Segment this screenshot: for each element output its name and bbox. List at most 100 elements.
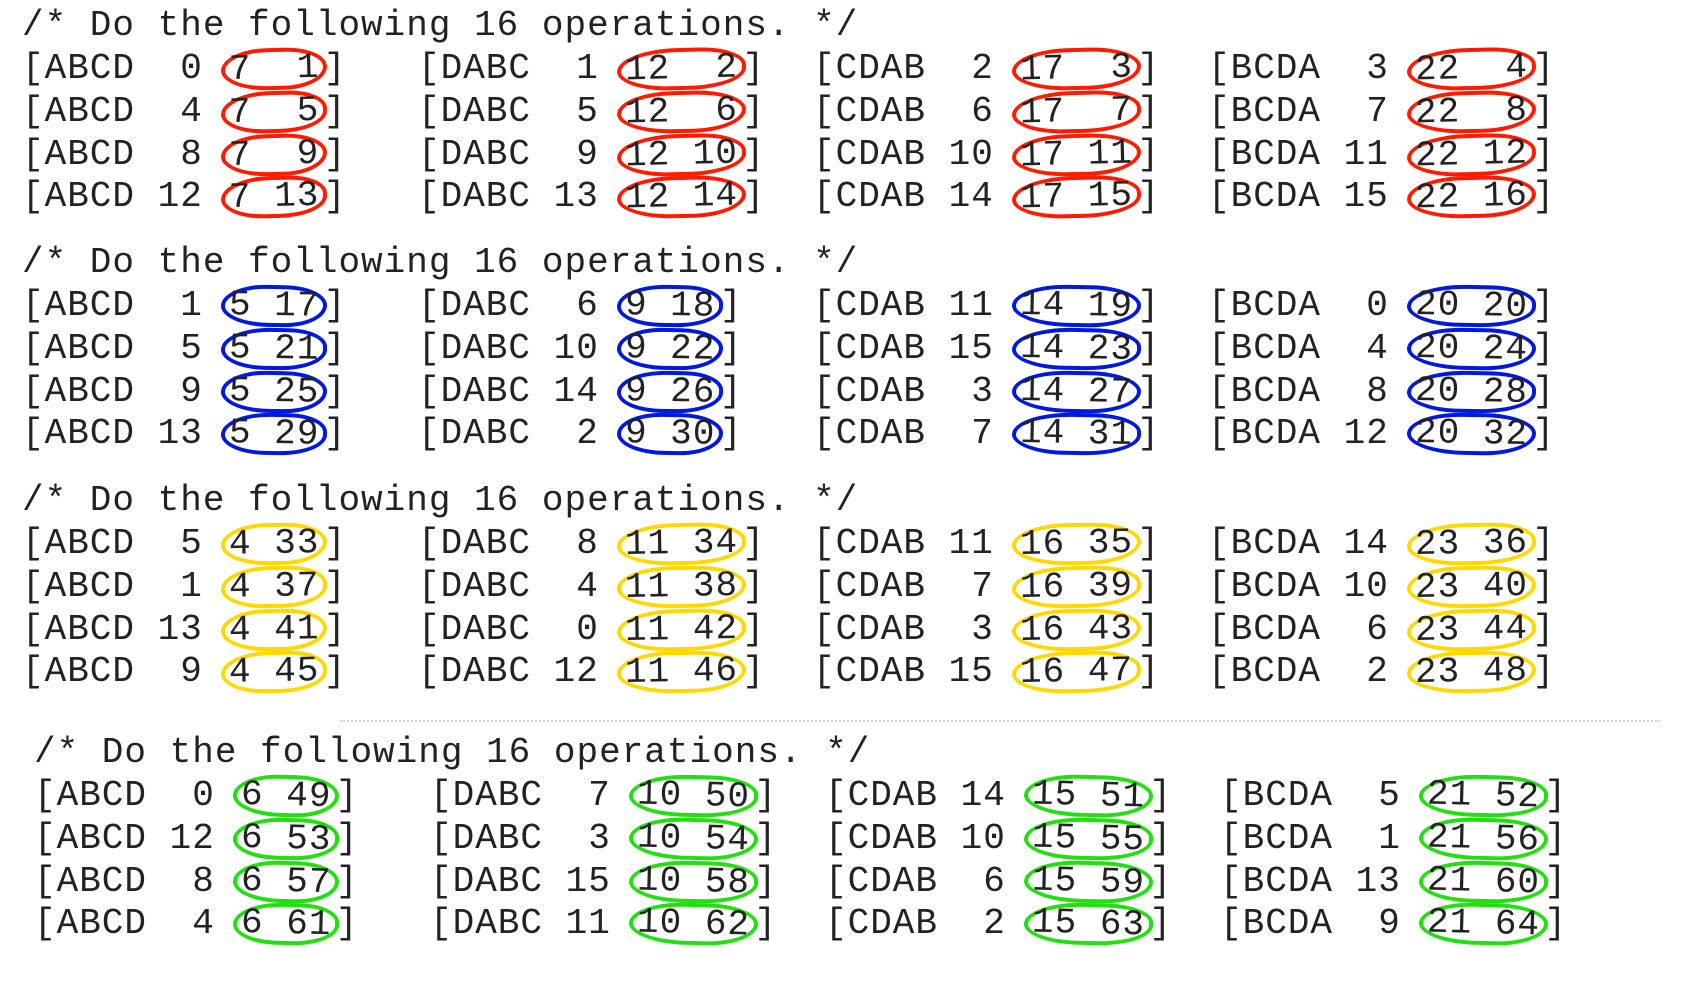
operation-suffix: ] — [323, 285, 347, 326]
operation-prefix: [CDAB 14 — [813, 176, 1017, 217]
operation-prefix: [DABC 3 — [430, 818, 634, 859]
circled-shift-and-constant: 5 29 — [221, 412, 329, 456]
operation-suffix: ] — [719, 285, 743, 326]
operation-suffix: ] — [1532, 371, 1556, 412]
code-comment: /* Do the following 16 operations. */ — [22, 5, 859, 46]
operation-suffix: ] — [742, 609, 766, 650]
circled-shift-and-constant: 16 39 — [1012, 564, 1142, 610]
circled-shift-and-constant: 16 35 — [1012, 521, 1142, 567]
operation-suffix: ] — [1532, 651, 1556, 692]
scan-artifact-divider — [340, 720, 1660, 728]
operation-suffix: ] — [323, 566, 347, 607]
code-comment: /* Do the following 16 operations. */ — [22, 480, 859, 521]
operation-prefix: [BCDA 15 — [1208, 176, 1412, 217]
circled-shift-and-constant: 10 58 — [628, 859, 759, 905]
operation-row: [ABCD 12 6 53][DABC 3 10 54][CDAB 10 15 … — [12, 816, 1700, 862]
operation-row: [ABCD 0 6 49][DABC 7 10 50][CDAB 14 15 5… — [12, 773, 1700, 819]
operation-prefix: [DABC 7 — [430, 775, 634, 816]
operation-suffix: ] — [742, 91, 766, 132]
operation-suffix: ] — [742, 523, 766, 564]
operation-suffix: ] — [335, 861, 359, 902]
operation: [CDAB 2 17 3] — [813, 46, 1160, 92]
operation-prefix: [BCDA 1 — [1220, 818, 1424, 859]
operation-row: [ABCD 8 6 57][DABC 15 10 58][CDAB 6 15 5… — [12, 859, 1700, 905]
operation-prefix: [DABC 2 — [418, 413, 622, 454]
operation-suffix: ] — [1137, 91, 1161, 132]
circled-shift-and-constant: 20 32 — [1407, 411, 1537, 457]
circled-shift-and-constant: 20 24 — [1407, 326, 1537, 372]
operation-prefix: [BCDA 9 — [1220, 903, 1424, 944]
operation-prefix: [BCDA 12 — [1208, 413, 1412, 454]
operation-suffix: ] — [1137, 609, 1161, 650]
operation: [ABCD 4 6 61] — [34, 901, 358, 947]
operation-row: [ABCD 13 5 29][DABC 2 9 30][CDAB 7 14 31… — [0, 411, 1700, 457]
circled-shift-and-constant: 14 23 — [1012, 326, 1142, 372]
circled-shift-and-constant: 22 8 — [1406, 89, 1537, 135]
operation-row: [ABCD 0 7 1][DABC 1 12 2][CDAB 2 17 3][B… — [0, 46, 1700, 92]
operation-suffix: ] — [323, 523, 347, 564]
operation-suffix: ] — [323, 371, 347, 412]
operation-prefix: [ABCD 4 — [34, 903, 238, 944]
circled-shift-and-constant: 7 1 — [220, 46, 329, 92]
operation-suffix: ] — [1149, 818, 1173, 859]
circled-shift-and-constant: 6 57 — [232, 859, 341, 905]
operation-prefix: [CDAB 7 — [813, 566, 1017, 607]
circled-shift-and-constant: 7 9 — [220, 132, 329, 178]
operation: [BCDA 8 20 28] — [1208, 369, 1555, 415]
code-comment: /* Do the following 16 operations. */ — [22, 242, 859, 283]
operation-prefix: [ABCD 4 — [22, 91, 226, 132]
operation-prefix: [ABCD 8 — [34, 861, 238, 902]
operation-prefix: [CDAB 15 — [813, 328, 1017, 369]
operation-prefix: [CDAB 14 — [825, 775, 1029, 816]
operation: [BCDA 14 23 36] — [1208, 521, 1555, 567]
code-comment: /* Do the following 16 operations. */ — [34, 732, 871, 773]
operation: [DABC 15 10 58] — [430, 859, 777, 905]
operation: [CDAB 11 14 19] — [813, 283, 1160, 329]
operation-suffix: ] — [1544, 775, 1568, 816]
operation: [DABC 0 11 42] — [418, 607, 765, 653]
circled-shift-and-constant: 15 59 — [1023, 859, 1154, 905]
operation: [DABC 14 9 26] — [418, 369, 742, 415]
operation: [BCDA 11 22 12] — [1208, 132, 1555, 178]
circled-shift-and-constant: 5 21 — [221, 327, 329, 371]
circled-shift-and-constant: 21 60 — [1418, 859, 1549, 905]
operation-prefix: [DABC 15 — [430, 861, 634, 902]
operation-row: [ABCD 9 5 25][DABC 14 9 26][CDAB 3 14 27… — [0, 369, 1700, 415]
operation-prefix: [DABC 0 — [418, 609, 622, 650]
operation-suffix: ] — [1532, 134, 1556, 175]
operation-suffix: ] — [719, 413, 743, 454]
operation: [ABCD 13 4 41] — [22, 607, 346, 653]
operation-suffix: ] — [742, 176, 766, 217]
circled-shift-and-constant: 14 31 — [1012, 411, 1142, 457]
operation-prefix: [BCDA 4 — [1208, 328, 1412, 369]
operation-suffix: ] — [335, 775, 359, 816]
operation-prefix: [ABCD 5 — [22, 523, 226, 564]
operation-suffix: ] — [1137, 328, 1161, 369]
operation-prefix: [ABCD 1 — [22, 566, 226, 607]
circled-shift-and-constant: 17 11 — [1011, 132, 1142, 178]
operation-prefix: [CDAB 2 — [813, 48, 1017, 89]
operation: [DABC 1 12 2] — [418, 46, 765, 92]
circled-shift-and-constant: 9 22 — [617, 327, 725, 371]
operation: [CDAB 15 16 47] — [813, 649, 1160, 695]
operation-prefix: [CDAB 3 — [813, 609, 1017, 650]
operation: [ABCD 13 5 29] — [22, 411, 346, 457]
operation: [CDAB 2 15 63] — [825, 901, 1172, 947]
operation: [ABCD 12 7 13] — [22, 174, 346, 220]
operation-suffix: ] — [1137, 651, 1161, 692]
operation: [DABC 12 11 46] — [418, 649, 765, 695]
operation: [CDAB 7 16 39] — [813, 564, 1160, 610]
operation-prefix: [CDAB 10 — [813, 134, 1017, 175]
operation-suffix: ] — [1137, 566, 1161, 607]
circled-shift-and-constant: 11 38 — [617, 564, 747, 610]
operation-suffix: ] — [1532, 328, 1556, 369]
operation-suffix: ] — [323, 413, 347, 454]
circled-shift-and-constant: 23 36 — [1407, 521, 1537, 567]
operation-prefix: [DABC 10 — [418, 328, 622, 369]
operation-suffix: ] — [719, 328, 743, 369]
operation-suffix: ] — [742, 566, 766, 607]
circled-shift-and-constant: 5 25 — [221, 370, 329, 414]
operation-row: [ABCD 5 4 33][DABC 8 11 34][CDAB 11 16 3… — [0, 521, 1700, 567]
operation-row: [ABCD 4 7 5][DABC 5 12 6][CDAB 6 17 7][B… — [0, 89, 1700, 135]
operation-prefix: [DABC 6 — [418, 285, 622, 326]
